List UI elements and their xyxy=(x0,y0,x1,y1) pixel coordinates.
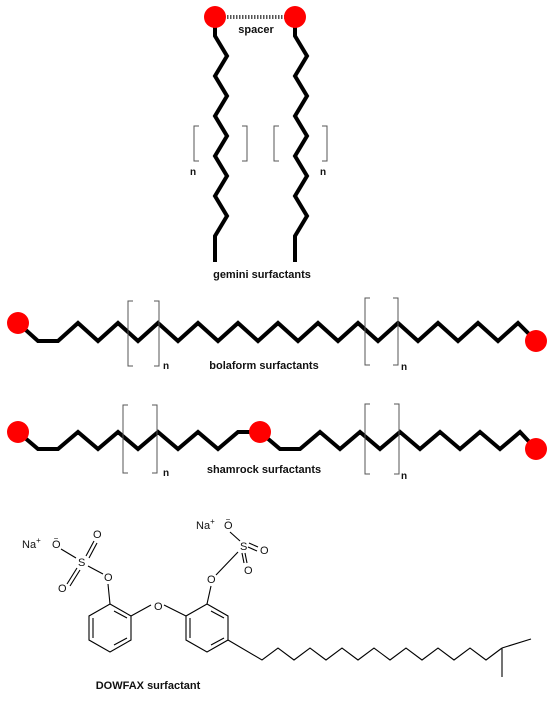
shamrock-center-headgroup xyxy=(249,421,271,443)
shamrock-chain xyxy=(16,429,538,452)
gemini-right-bracket-open xyxy=(273,125,279,162)
shamrock-caption: shamrock surfactants xyxy=(207,464,321,476)
dowfax-left-sulfonate-bonds xyxy=(60,540,111,605)
bolaform-left-bracket-close xyxy=(154,300,160,367)
dowfax-ether-bonds xyxy=(130,604,187,617)
gemini-left-tail xyxy=(212,17,230,262)
gemini-left-bracket-open xyxy=(193,125,199,162)
dowfax-left-sodium: Na+ xyxy=(22,536,41,551)
dowfax-right-sodium: Na+ xyxy=(196,517,215,532)
bolaform-right-bracket-close xyxy=(393,297,399,366)
dowfax-right-sulfonate-bonds xyxy=(206,531,259,605)
gemini-left-repeat-index: n xyxy=(190,167,196,178)
bolaform-left-repeat-index: n xyxy=(163,361,169,372)
shamrock-right-headgroup xyxy=(525,438,547,460)
dowfax-alkyl-branch xyxy=(501,638,532,677)
gemini-right-repeat-index: n xyxy=(320,167,326,178)
bolaform-left-bracket-open xyxy=(127,300,133,367)
dowfax-left-sulfonyl-oxygen-bottom: O xyxy=(58,583,67,595)
bolaform-caption: bolaform surfactants xyxy=(209,360,318,372)
dowfax-left-oxide-oxygen: O− xyxy=(52,534,61,551)
dowfax-alkyl-chain xyxy=(227,639,503,661)
shamrock-right-repeat-index: n xyxy=(401,471,407,482)
bolaform-left-headgroup xyxy=(7,312,29,334)
gemini-spacer-label: spacer xyxy=(238,24,274,36)
gemini-left-headgroup xyxy=(204,6,226,28)
dowfax-right-sulfonyl-oxygen-right: O xyxy=(260,545,269,557)
shamrock-left-bracket-open xyxy=(122,404,128,474)
shamrock-right-bracket-open xyxy=(364,403,370,475)
dowfax-right-sulfur: S xyxy=(240,541,247,553)
dowfax-caption: DOWFAX surfactant xyxy=(96,680,201,692)
dowfax-left-ester-oxygen: O xyxy=(104,572,113,584)
bolaform-right-bracket-open xyxy=(364,297,370,366)
gemini-right-tail xyxy=(292,17,310,262)
gemini-surfactant: spacer n n gemini surfactants xyxy=(190,6,328,281)
gemini-right-bracket-close xyxy=(322,125,328,162)
gemini-left-bracket-close xyxy=(242,125,248,162)
shamrock-right-bracket-close xyxy=(394,403,400,475)
dowfax-left-sulfonyl-oxygen-top: O xyxy=(93,529,102,541)
shamrock-left-bracket-close xyxy=(152,404,158,474)
bolaform-chain xyxy=(16,320,538,344)
gemini-right-headgroup xyxy=(284,6,306,28)
gemini-caption: gemini surfactants xyxy=(213,269,311,281)
dowfax-right-ester-oxygen: O xyxy=(207,574,216,586)
dowfax-right-benzene-ring xyxy=(185,603,229,653)
dowfax-left-sulfur: S xyxy=(78,557,85,569)
bolaform-surfactant: n n bolaform surfactants xyxy=(7,297,547,373)
dowfax-ether-oxygen: O xyxy=(154,601,163,613)
shamrock-left-repeat-index: n xyxy=(163,468,169,479)
shamrock-surfactant: n n shamrock surfactants xyxy=(7,403,547,482)
bolaform-right-repeat-index: n xyxy=(401,362,407,373)
shamrock-left-headgroup xyxy=(7,421,29,443)
bolaform-right-headgroup xyxy=(525,330,547,352)
dowfax-left-benzene-ring xyxy=(88,603,132,653)
dowfax-right-sulfonyl-oxygen-bottom: O xyxy=(244,565,253,577)
dowfax-surfactant: Na+ O− S O O O O xyxy=(22,515,532,692)
dowfax-right-oxide-oxygen: O− xyxy=(224,515,233,532)
